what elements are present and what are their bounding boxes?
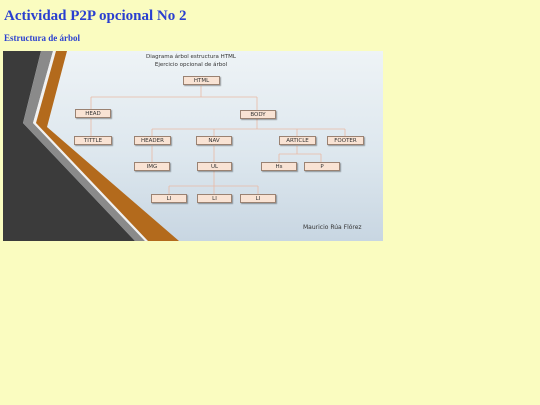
page-title: Actividad P2P opcional No 2 bbox=[4, 8, 187, 24]
ribbon-white bbox=[33, 51, 148, 241]
author-name: Mauricio Rúa Flórez bbox=[303, 224, 362, 231]
ribbon-dark bbox=[3, 51, 135, 241]
node-header: HEADER bbox=[134, 136, 171, 145]
node-body: BODY bbox=[240, 110, 276, 119]
tree-connectors bbox=[90, 86, 346, 194]
node-article: ARTICLE bbox=[279, 136, 316, 145]
node-li: LI bbox=[151, 194, 187, 203]
ribbon-gray bbox=[23, 51, 145, 241]
node-img: IMG bbox=[134, 162, 170, 171]
tree-diagram-image: Diagrama árbol estructura HTML Ejercicio… bbox=[3, 51, 383, 241]
node-tittle: TITTLE bbox=[74, 136, 112, 145]
node-ul: UL bbox=[197, 162, 232, 171]
diagram-caption-title: Diagrama árbol estructura HTML bbox=[145, 54, 236, 60]
ribbon-orange bbox=[36, 51, 179, 241]
node-hs: Hs bbox=[261, 162, 297, 171]
node-nav: NAV bbox=[196, 136, 232, 145]
node-p: P bbox=[304, 162, 340, 171]
node-html: HTML bbox=[183, 76, 220, 85]
diagram-caption-subtitle: Ejercicio opcional de árbol bbox=[154, 62, 228, 68]
page-subtitle: Estructura de árbol bbox=[4, 33, 80, 43]
node-li: LI bbox=[240, 194, 276, 203]
node-head: HEAD bbox=[75, 109, 111, 118]
node-footer: FOOTER bbox=[327, 136, 364, 145]
node-li: LI bbox=[197, 194, 232, 203]
decorative-ribbons bbox=[3, 51, 346, 241]
